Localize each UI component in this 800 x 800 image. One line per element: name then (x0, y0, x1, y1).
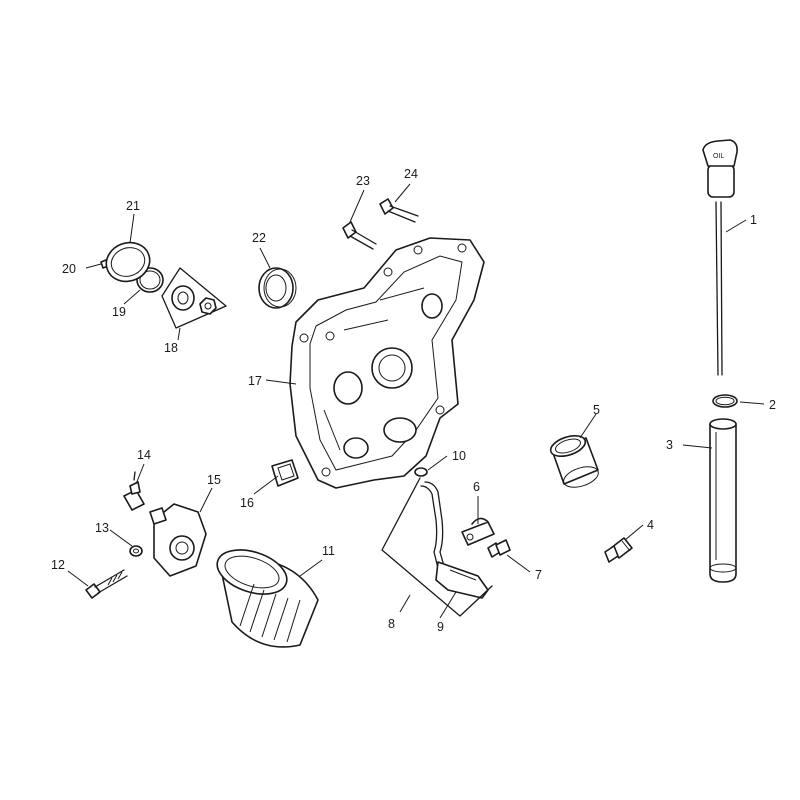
screw-23 (342, 221, 377, 250)
callout-1: 1 (750, 213, 757, 227)
callout-16: 16 (240, 496, 254, 510)
callout-7: 7 (535, 568, 542, 582)
callout-15: 15 (207, 473, 221, 487)
callout-11: 11 (322, 544, 335, 558)
callout-18: 18 (164, 341, 178, 355)
callout-12: 12 (51, 558, 65, 572)
callout-19: 19 (112, 305, 126, 319)
screw-24 (379, 198, 419, 223)
callout-23: 23 (356, 174, 370, 188)
washer (129, 545, 143, 557)
callout-6: 6 (473, 480, 480, 494)
leader-lines (67, 183, 765, 619)
callout-9: 9 (437, 620, 444, 634)
callout-21: 21 (126, 199, 140, 213)
callout-20: 20 (62, 262, 76, 276)
screw-4 (604, 537, 633, 563)
gasket (271, 459, 299, 487)
pickup-o-ring (414, 467, 428, 477)
callout-labels: 1 2 3 4 5 6 7 8 9 10 11 12 13 14 15 16 1… (51, 167, 776, 634)
callout-10: 10 (452, 449, 466, 463)
dipstick: OIL (702, 139, 738, 376)
callout-4: 4 (647, 518, 654, 532)
dipstick-marking: OIL (713, 153, 724, 160)
screw-7 (487, 539, 511, 558)
clamp (461, 517, 495, 546)
callout-13: 13 (95, 521, 109, 535)
dipstick-tube (709, 418, 737, 583)
oil-seal (258, 267, 297, 309)
callout-8: 8 (388, 617, 395, 631)
callout-5: 5 (593, 403, 600, 417)
bearing-kit (161, 267, 227, 329)
oil-pressure-switch (123, 471, 145, 511)
group-bracket-8 (381, 477, 493, 617)
screw-12 (85, 569, 128, 599)
bushing (549, 434, 599, 488)
callout-2: 2 (769, 398, 776, 412)
filter-adapter (149, 503, 207, 577)
oil-filter (216, 549, 319, 648)
callout-22: 22 (252, 231, 266, 245)
oil-pickup (420, 481, 489, 599)
callout-14: 14 (137, 448, 151, 462)
callout-24: 24 (404, 167, 418, 181)
closure-plate (289, 237, 485, 489)
callout-3: 3 (666, 438, 673, 452)
cover (105, 241, 151, 283)
callout-17: 17 (248, 374, 262, 388)
